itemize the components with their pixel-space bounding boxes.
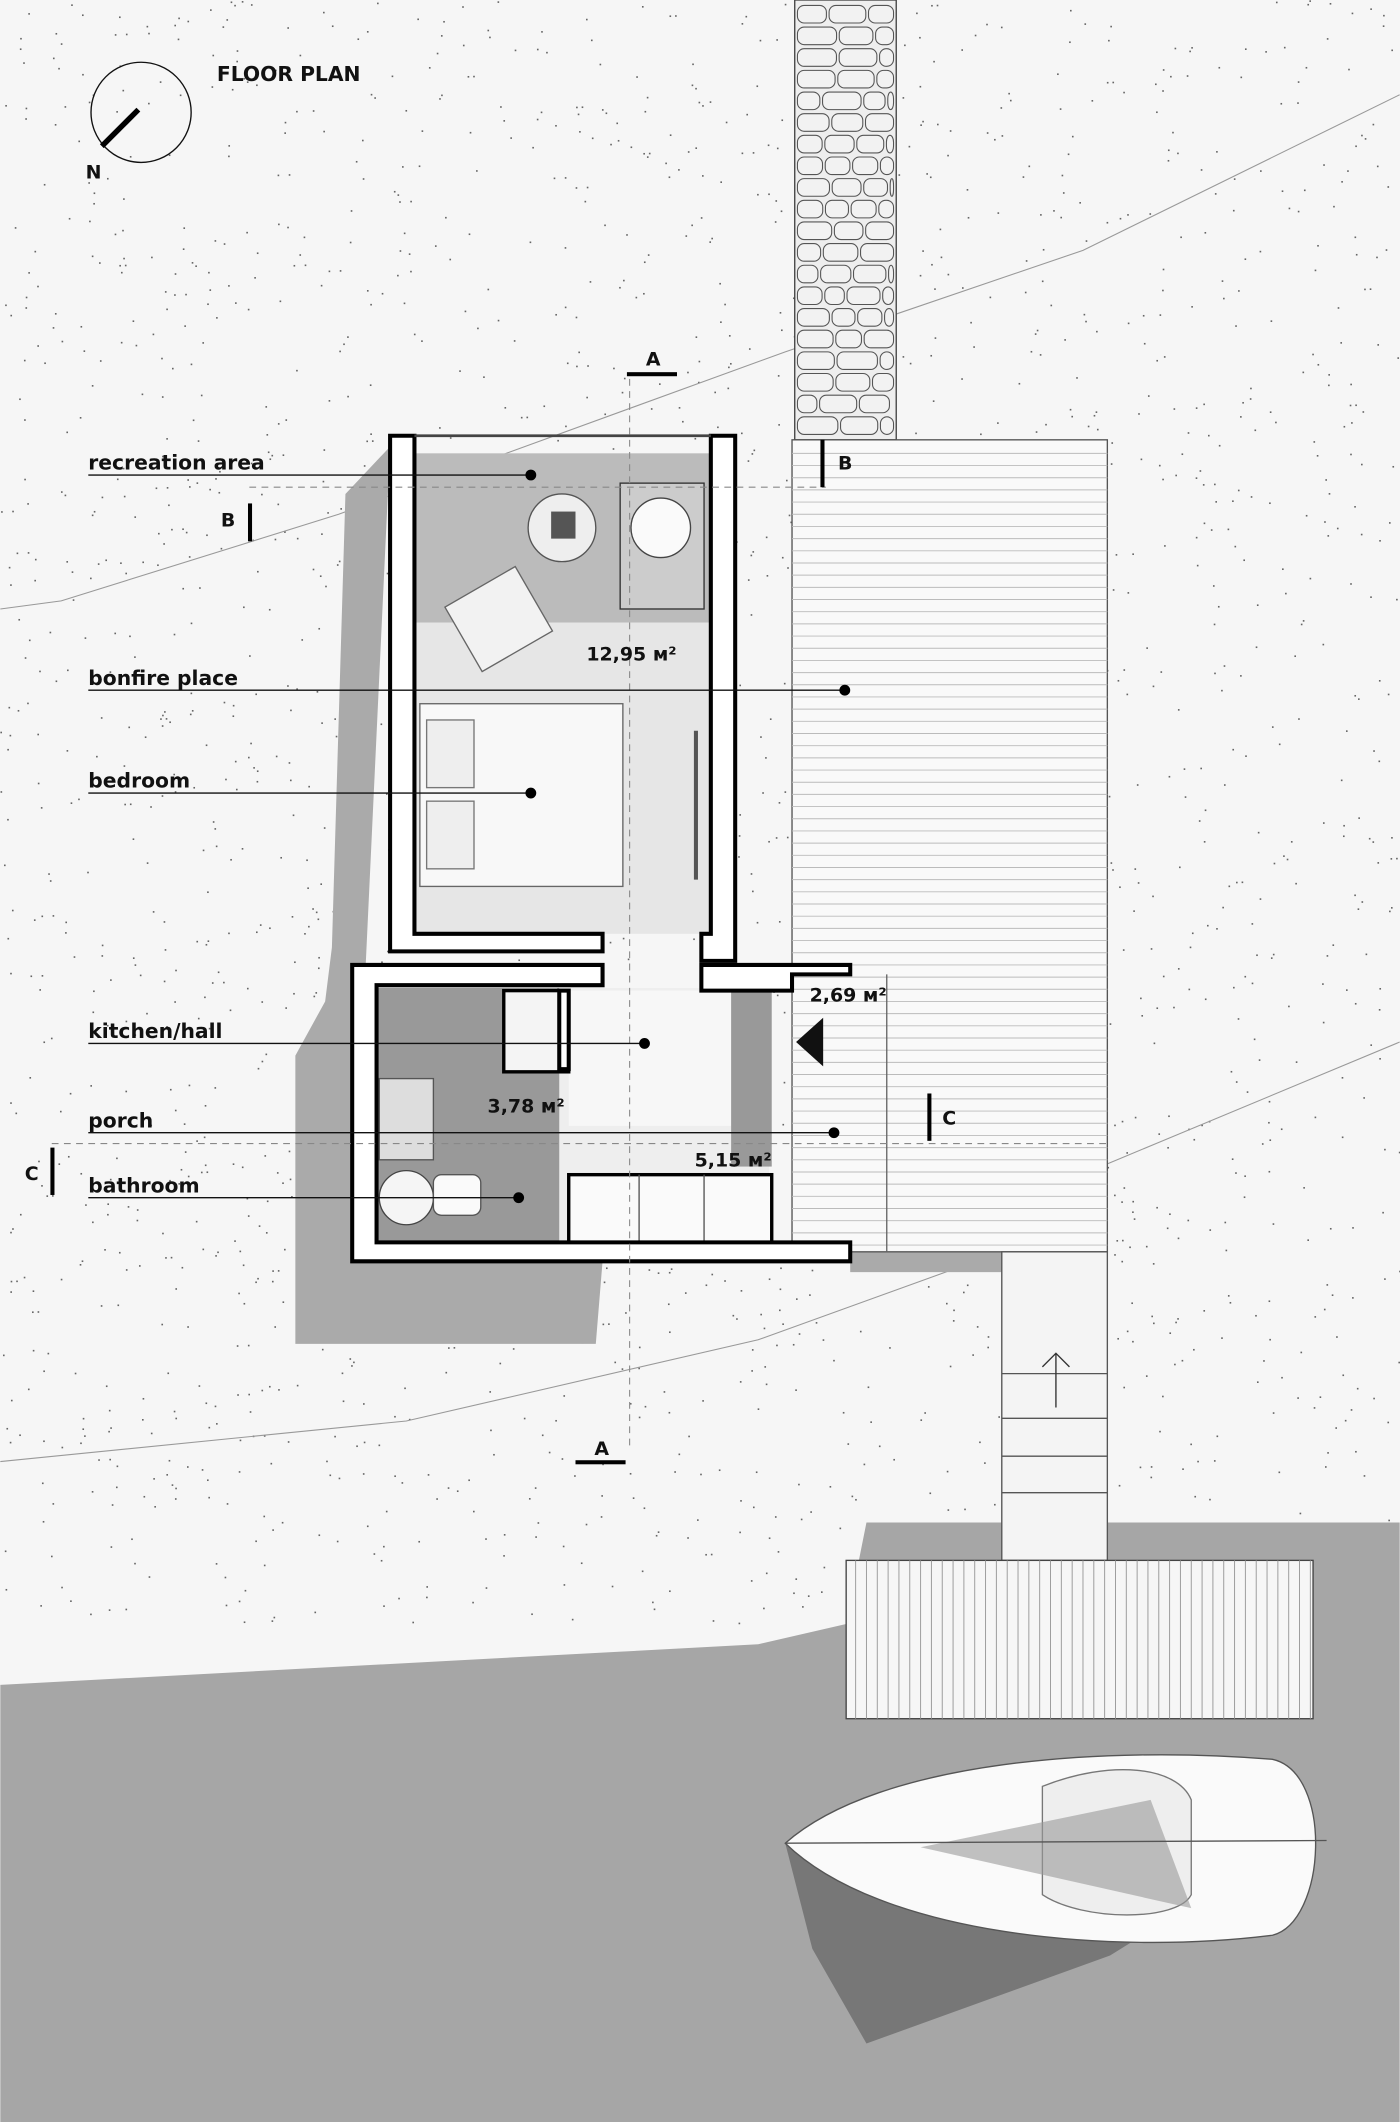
wall [557,988,571,1072]
stair-treads [1001,1372,1108,1494]
boat-sail [920,1799,1192,1909]
area-kitchen-hall: 5,15 м² [695,1150,772,1172]
washbasin [378,1077,435,1161]
section-marker-a [626,372,677,377]
north-label: N [86,162,102,184]
label-recreation-area: recreation area [88,451,264,475]
section-marker-b [247,503,253,542]
kitchen-counter [567,1172,774,1245]
section-marker-b [820,439,825,488]
wall [699,962,853,993]
boat-mast [785,1839,1327,1844]
area-recreation-bedroom: 12,95 м² [586,643,676,665]
stone-pattern [796,4,895,435]
hall-shade [731,990,772,1167]
label-bedroom: bedroom [88,769,190,793]
toilet-icon [432,1174,482,1216]
area-porch: 2,69 м² [810,984,887,1006]
laptop-icon [551,511,576,539]
section-label-b: B [838,453,852,475]
wall [350,962,853,1264]
section-label-a: A [594,1438,609,1460]
entrance-arrow-icon [796,1017,824,1067]
section-label-c: C [25,1163,39,1185]
label-porch: porch [88,1108,153,1132]
pier [845,1559,1314,1720]
section-marker-c [50,1147,55,1195]
north-arrow-icon [99,107,141,149]
stairs [1001,1251,1109,1562]
stove-icon [630,497,692,559]
contour-line [0,94,1400,610]
leader-lines [88,474,845,1199]
contour-line [0,1251,1002,1463]
pier-boards [855,1560,1311,1719]
section-label-a: A [646,348,661,370]
section-label-b: B [221,509,235,531]
pillow [425,800,475,870]
section-marker-c [927,1093,932,1141]
compass [90,61,192,164]
label-bathroom: bathroom [88,1173,199,1197]
deck-boards [792,452,1108,1246]
deck [791,439,1109,1253]
section-label-c: C [942,1108,956,1130]
leader-dots [513,469,851,1204]
label-bonfire-place: bonfire place [88,666,238,690]
area-bathroom: 3,78 м² [488,1095,565,1117]
armchair [444,565,554,673]
label-kitchen-hall: kitchen/hall [88,1019,222,1043]
wall [699,433,738,963]
pillow [425,719,475,789]
page-title: FLOOR PLAN [217,62,361,86]
section-marker-a [575,1460,626,1465]
stair-arrow-icon [1041,1352,1070,1408]
contour-line [1107,1041,1400,1165]
